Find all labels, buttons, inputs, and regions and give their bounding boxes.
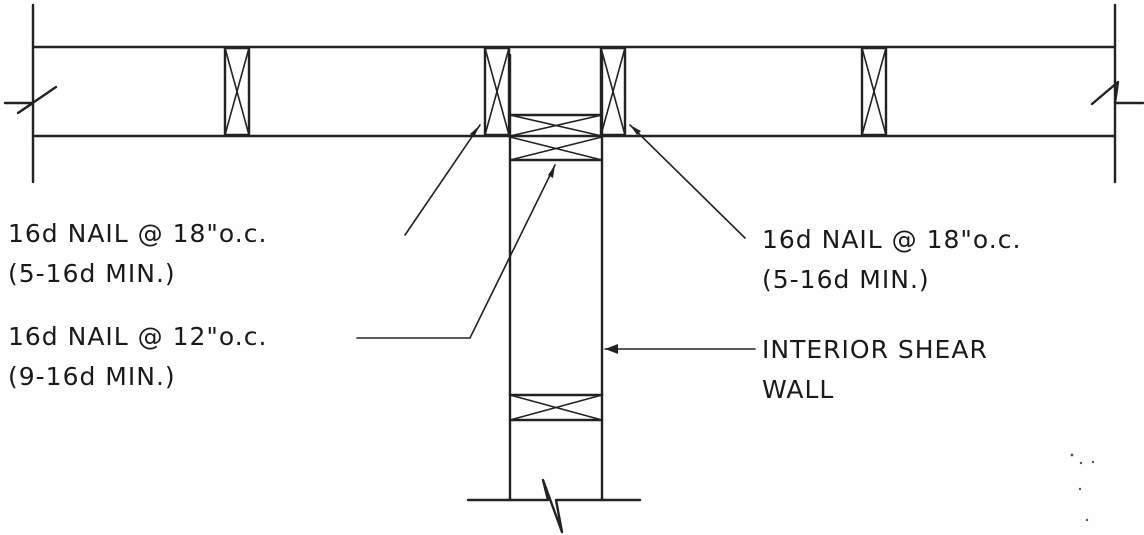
wall-top-plates [508, 113, 604, 162]
note-left-top-line1: 16d NAIL @ 18"o.c. [8, 219, 267, 248]
note-left-bottom-line2: (9-16d MIN.) [8, 362, 176, 391]
left-break-symbol [3, 85, 58, 115]
wall-label-line2: WALL [762, 375, 834, 404]
scan-speckles [1070, 453, 1095, 522]
floor-joist-band [31, 45, 1117, 138]
blocking-1 [223, 46, 251, 137]
leader-left-bottom [356, 164, 556, 339]
blocking-3 [599, 46, 627, 137]
leader-wall [604, 344, 756, 354]
note-right-top-line1: 16d NAIL @ 18"o.c. [762, 225, 1021, 254]
blocking-2 [483, 46, 511, 137]
note-right-top-line2: (5-16d MIN.) [762, 265, 930, 294]
leader-left-top [404, 124, 481, 236]
note-left-top-line2: (5-16d MIN.) [8, 259, 176, 288]
note-left-bottom-line1: 16d NAIL @ 12"o.c. [8, 322, 267, 351]
right-break-symbol [1090, 80, 1144, 106]
wall-label-line1: INTERIOR SHEAR [762, 335, 988, 364]
blocking-4 [860, 46, 888, 137]
bottom-break-symbol [466, 478, 642, 534]
wall-blocking [508, 393, 604, 422]
wall-studs [508, 53, 604, 502]
assembly-edge-lines [31, 3, 1117, 184]
leader-right-top [629, 124, 746, 239]
